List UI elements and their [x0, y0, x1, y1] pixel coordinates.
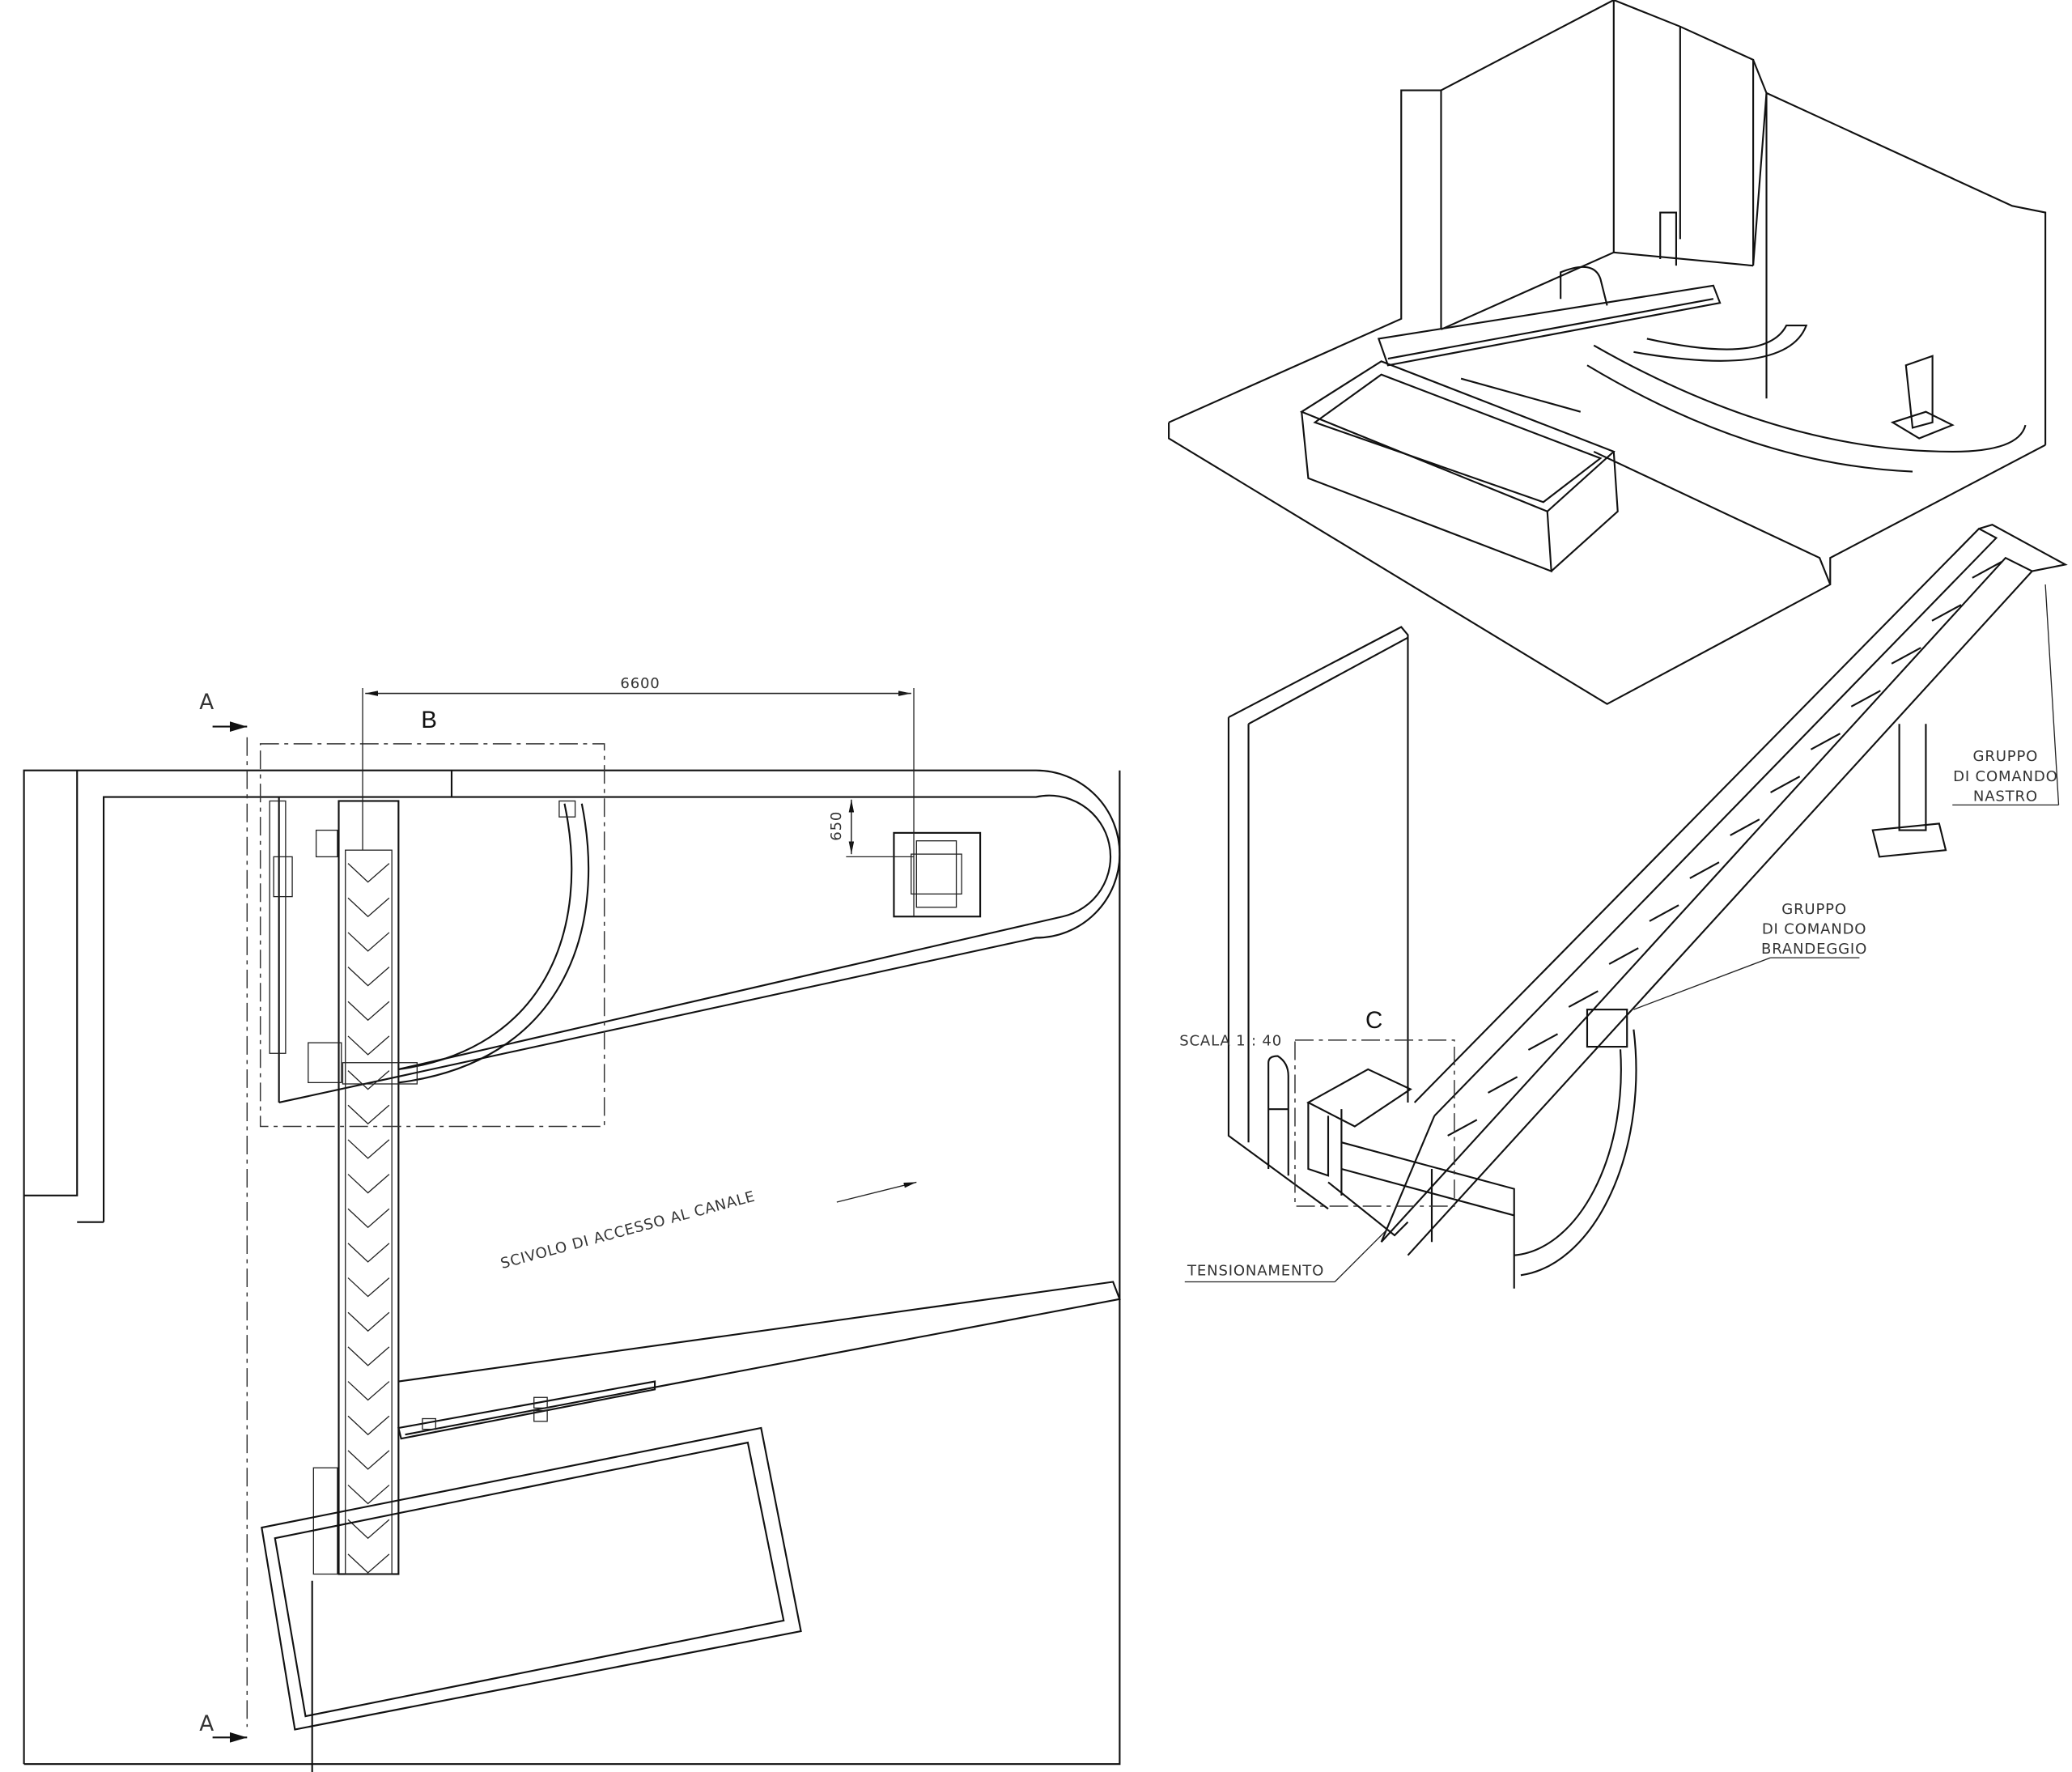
detail-b-label: B [421, 707, 437, 733]
belt-slat [1488, 1076, 1518, 1094]
conveyor-plan [308, 800, 418, 1575]
svg-text:DI COMANDO: DI COMANDO [1953, 768, 2057, 785]
belt-chevron [347, 1035, 390, 1056]
slope-direction-arrow [836, 1181, 917, 1203]
plan-view: B A A 6600 650 SCIVOLO DI ACCESSO AL CAN… [23, 675, 1121, 1772]
belt-chevron [347, 1139, 390, 1159]
belt-slat [1810, 733, 1841, 750]
belt-slat [1972, 561, 2002, 579]
scale-label: SCALA 1 : 40 [1179, 1032, 1282, 1049]
svg-text:BRANDEGGIO: BRANDEGGIO [1761, 941, 1867, 958]
section-marker-top: A [199, 691, 214, 715]
belt-slat [1608, 947, 1639, 965]
iso-conveyor-small [1377, 211, 1808, 413]
iso-container [1299, 360, 1619, 573]
belt-chevron [347, 1208, 390, 1229]
belt-chevron [347, 967, 390, 987]
tension-unit [1306, 1068, 1412, 1237]
slide-rail [397, 1380, 656, 1440]
support-leg [1871, 724, 1947, 858]
iso-detail-view: C SCALA 1 : 40 GRUPPO DI COMANDO NASTRO … [1179, 524, 2068, 1289]
callout-drive-belt: GRUPPO DI COMANDO NASTRO [1952, 584, 2060, 806]
slope-label: SCIVOLO DI ACCESSO AL CANALE [499, 1188, 757, 1273]
iso-control-stand [1890, 355, 1955, 440]
svg-text:GRUPPO: GRUPPO [1973, 748, 2039, 765]
side-rail-left [269, 800, 338, 1054]
belt-slat [1649, 904, 1679, 922]
belt-chevron [347, 1519, 390, 1540]
belt-chevron [347, 897, 390, 918]
belt-slat [1568, 990, 1599, 1008]
belt-slat [1770, 776, 1801, 793]
belt-chevron [347, 932, 390, 952]
belt-chevron [347, 1415, 390, 1436]
svg-text:TENSIONAMENTO: TENSIONAMENTO [1187, 1262, 1324, 1279]
detail-c-frame [1294, 1039, 1455, 1207]
iso-overview [1168, 0, 2047, 705]
belt-slat [1931, 604, 1962, 622]
detail-b-frame [259, 743, 605, 1128]
belt-chevron [347, 1553, 390, 1574]
belt-chevron [347, 1450, 390, 1470]
detail-c-label: C [1365, 1007, 1382, 1034]
plan-outline [23, 769, 1121, 1772]
belt-slat [1730, 818, 1760, 836]
svg-text:DI COMANDO: DI COMANDO [1762, 921, 1866, 938]
belt-chevron [347, 1311, 390, 1332]
belt-chevron [347, 1174, 390, 1194]
callout-tensioning: TENSIONAMENTO [1184, 1228, 1389, 1283]
svg-text:NASTRO: NASTRO [1973, 788, 2038, 805]
belt-slat [1689, 861, 1720, 879]
svg-text:650: 650 [828, 811, 845, 841]
belt-chevron [347, 1243, 390, 1263]
container-plan [261, 1426, 802, 1731]
dimension-6600: 6600 [362, 675, 915, 917]
belt-chevron [347, 1001, 390, 1022]
slew-curved-track [398, 800, 590, 1084]
section-marker-bottom: A [199, 1712, 214, 1736]
belt-slat [1891, 647, 1921, 665]
main-conveyor [1380, 524, 2068, 1256]
callout-drive-slew: GRUPPO DI COMANDO BRANDEGGIO [1633, 901, 1867, 1010]
svg-text:6600: 6600 [620, 675, 660, 692]
belt-chevron [347, 1104, 390, 1125]
belt-chevron [347, 1485, 390, 1505]
iso-slew-track [1514, 1009, 1637, 1277]
belt-chevron [347, 863, 390, 883]
belt-chevron [347, 1070, 390, 1090]
belt-slat [1447, 1119, 1478, 1137]
belt-slat [1850, 690, 1881, 708]
belt-chevron [347, 1346, 390, 1366]
motor-box-plan [893, 831, 982, 918]
dimension-650: 650 [828, 799, 915, 858]
guardrail [1267, 1055, 1515, 1289]
belt-chevron [347, 1277, 390, 1298]
section-line-a: A A [199, 691, 248, 1743]
svg-text:GRUPPO: GRUPPO [1781, 901, 1847, 918]
belt-slat [1527, 1033, 1559, 1051]
belt-chevron [347, 1381, 390, 1401]
